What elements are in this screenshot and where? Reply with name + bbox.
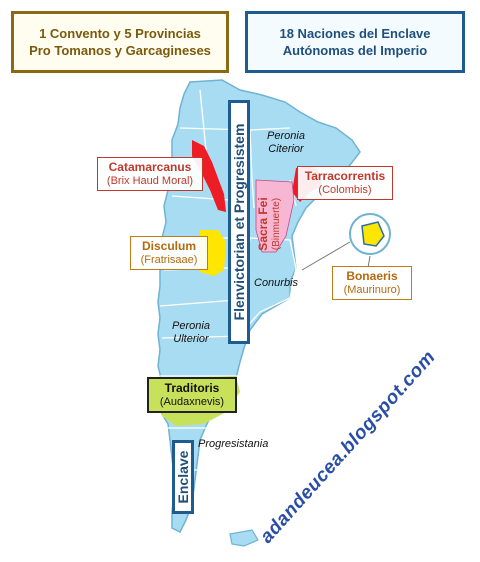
- catamarcanus-name: Catamarcanus: [108, 160, 192, 174]
- band-enclave-label: Enclave: [175, 450, 191, 504]
- band-main: [228, 100, 250, 344]
- region-progresistania: Progresistania: [198, 438, 269, 450]
- label-bonaeris: Bonaeris (Maurinuro): [332, 266, 412, 300]
- bonaeris-area: [361, 221, 385, 247]
- region-peronia-ulterior: Peronia Ulterior: [172, 320, 210, 345]
- band-main-label: Flenvictorian et Progresistem: [231, 123, 247, 321]
- label-tarracorrentis: Tarracorrentis (Colombis): [297, 166, 393, 200]
- traditoris-name: Traditoris: [164, 381, 220, 395]
- label-catamarcanus: Catamarcanus (Brix Haud Moral): [97, 157, 203, 191]
- title-nations-line1: 18 Naciones del Enclave: [279, 26, 431, 41]
- bonaeris-name: Bonaeris: [346, 269, 398, 283]
- sacra-fei-sub: (Binmuerte): [271, 197, 282, 251]
- sacra-fei-name: Sacra Fei: [256, 197, 270, 251]
- label-disculum: Disculum (Fratrisaae): [130, 236, 208, 270]
- sacra-fei-label: Sacra Fei (Binmuerte): [256, 184, 288, 264]
- title-box-nations: 18 Naciones del Enclave Autónomas del Im…: [245, 11, 465, 73]
- disculum-name: Disculum: [141, 239, 196, 253]
- label-traditoris: Traditoris (Audaxnevis): [147, 377, 237, 413]
- title-nations-line2: Autónomas del Imperio: [282, 43, 428, 58]
- band-enclave: [172, 440, 194, 514]
- title-provinces-line2: Pro Tomanos y Garcagineses: [29, 43, 211, 58]
- region-conurbis: Conurbis: [254, 277, 299, 289]
- title-box-provinces: 1 Convento y 5 Provincias Pro Tomanos y …: [11, 11, 229, 73]
- region-peronia-citerior: Peronia Citerior: [267, 130, 305, 155]
- disculum-sub: (Fratrisaae): [140, 254, 198, 266]
- sacra-fei-area: [255, 179, 295, 253]
- traditoris-sub: (Audaxnevis): [159, 396, 225, 408]
- tarracorrentis-name: Tarracorrentis: [304, 169, 386, 183]
- tierra-del-fuego: [229, 529, 259, 547]
- bonaeris-sub: (Maurinuro): [343, 284, 401, 296]
- catamarcanus-sub: (Brix Haud Moral): [106, 175, 194, 187]
- title-provinces-line1: 1 Convento y 5 Provincias: [39, 26, 201, 41]
- tarracorrentis-sub: (Colombis): [318, 184, 372, 196]
